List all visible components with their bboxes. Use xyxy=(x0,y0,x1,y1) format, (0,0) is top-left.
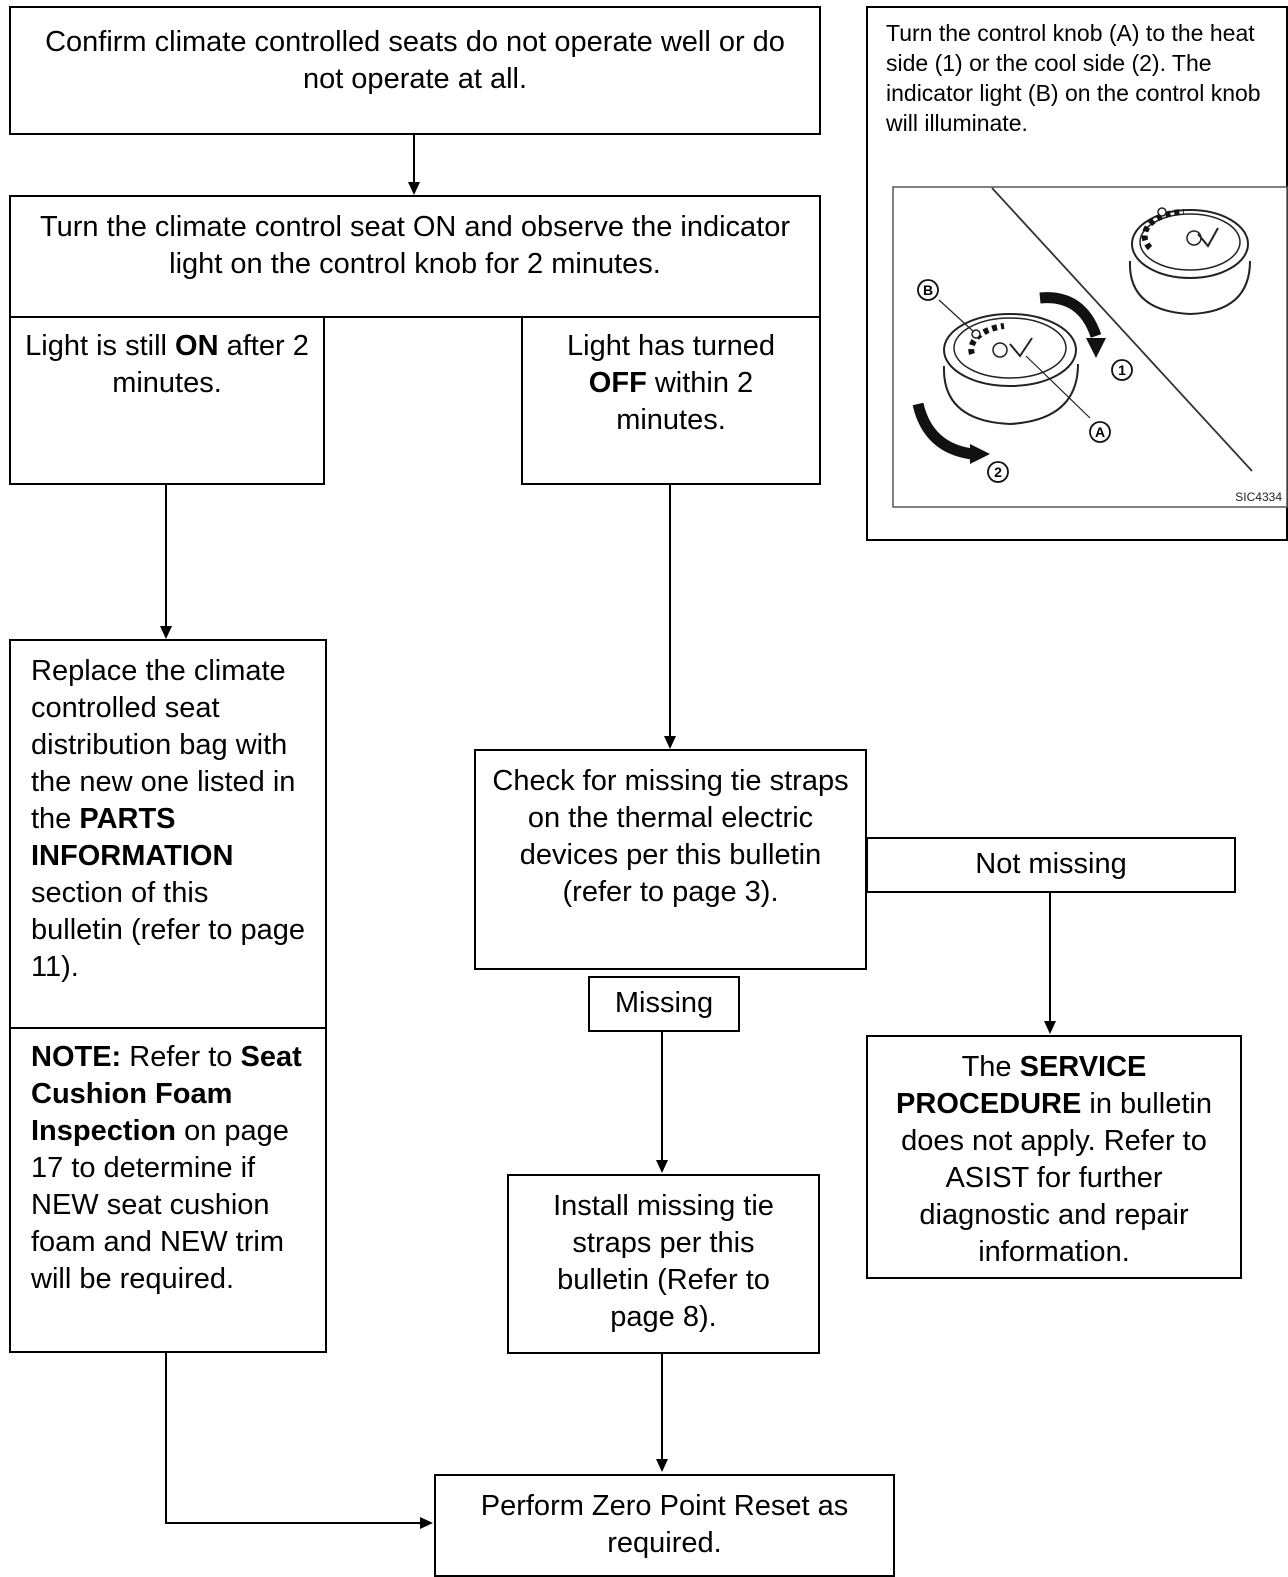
reset-text: Perform Zero Point Reset as required. xyxy=(480,1490,849,1559)
branch-on-box: Light is still ON after 2 minutes. xyxy=(9,316,325,485)
leader-a xyxy=(1025,355,1091,419)
label-a-marker: A xyxy=(1089,421,1111,443)
reset-box: Perform Zero Point Reset as required. xyxy=(434,1474,895,1577)
start-text: Confirm climate controlled seats do not … xyxy=(45,26,785,95)
control-knob-illustration: B 1 A 2 SIC4334 xyxy=(892,186,1288,508)
arrowhead xyxy=(420,1517,433,1529)
service-pre: The xyxy=(961,1051,1020,1083)
service-box: The SERVICE PROCEDURE in bulletin does n… xyxy=(866,1035,1242,1279)
upper-knob-icon xyxy=(1128,207,1251,316)
branch-on-bold: ON xyxy=(175,330,219,362)
label-2: 2 xyxy=(994,464,1002,480)
heat-side-arrowhead xyxy=(1086,338,1106,358)
divider-line xyxy=(991,187,1253,472)
branch-off-pre: Light has turned xyxy=(567,330,775,362)
arrowhead xyxy=(664,736,676,749)
service-mid: in bulletin does not apply. Refer to ASI… xyxy=(901,1088,1212,1268)
arrowhead xyxy=(160,626,172,639)
heat-side-arrow xyxy=(1039,292,1102,338)
service-bold: SERVICE PROCEDURE xyxy=(896,1051,1147,1120)
label-b: B xyxy=(923,282,933,298)
start-box: Confirm climate controlled seats do not … xyxy=(9,6,821,135)
label-1-marker: 1 xyxy=(1111,359,1133,381)
arrowhead xyxy=(408,182,420,195)
arrowhead xyxy=(1044,1021,1056,1034)
replace-box: Replace the climate controlled seat dist… xyxy=(9,639,327,1029)
arrowhead xyxy=(656,1459,668,1472)
figure-code: SIC4334 xyxy=(1235,490,1282,504)
missing-label: Missing xyxy=(588,976,740,1032)
install-box: Install missing tie straps per this bull… xyxy=(507,1174,820,1354)
label-1: 1 xyxy=(1118,362,1126,378)
turn-on-box: Turn the climate control seat ON and obs… xyxy=(9,195,821,318)
branch-off-bold: OFF xyxy=(588,367,647,399)
turn-on-text: Turn the climate control seat ON and obs… xyxy=(39,211,791,280)
lower-knob-icon xyxy=(942,313,1079,426)
branch-off-post: within 2 minutes. xyxy=(616,367,754,436)
note-label: NOTE: xyxy=(31,1041,122,1073)
branch-on-pre: Light is still xyxy=(25,330,176,362)
not-missing-text: Not missing xyxy=(975,848,1127,880)
cool-side-arrow xyxy=(912,402,973,460)
arrowhead xyxy=(656,1160,668,1173)
check-box: Check for missing tie straps on the ther… xyxy=(474,749,867,970)
leader-b xyxy=(938,299,975,333)
label-b-marker: B xyxy=(917,279,939,301)
note-bold: Seat Cushion Foam Inspection xyxy=(31,1041,302,1147)
connector-note-to-reset xyxy=(165,1353,422,1524)
label-a: A xyxy=(1095,424,1105,440)
label-2-marker: 2 xyxy=(987,461,1009,483)
branch-off-box: Light has turned OFF within 2 minutes. xyxy=(521,316,821,485)
not-missing-label: Not missing xyxy=(866,837,1236,893)
note-post: on page 17 to determine if NEW seat cush… xyxy=(31,1115,289,1295)
replace-bold: PARTS INFORMATION xyxy=(31,803,234,872)
replace-post: section of this bulletin (refer to page … xyxy=(31,877,306,983)
figure-caption: Turn the control knob (A) to the heat si… xyxy=(886,20,1261,136)
missing-text: Missing xyxy=(614,987,714,1019)
install-text: Install missing tie straps per this bull… xyxy=(553,1190,774,1333)
cool-side-arrowhead xyxy=(970,444,990,464)
replace-pre: Replace the climate controlled seat dist… xyxy=(31,655,296,835)
note-pre: Refer to xyxy=(121,1041,241,1073)
figure-panel: Turn the control knob (A) to the heat si… xyxy=(866,6,1288,541)
check-text: Check for missing tie straps on the ther… xyxy=(492,765,849,908)
note-box: NOTE: Refer to Seat Cushion Foam Inspect… xyxy=(9,1027,327,1353)
branch-on-post: after 2 minutes. xyxy=(112,330,309,399)
